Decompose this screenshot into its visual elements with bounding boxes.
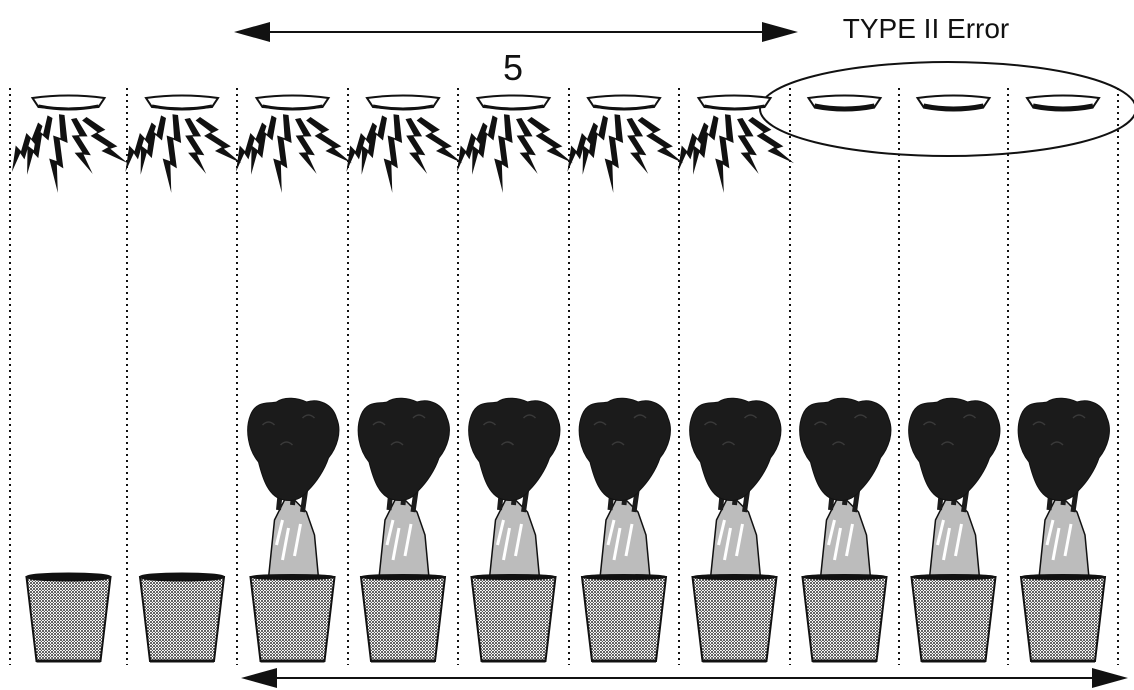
lightning-bolt-icon — [737, 118, 759, 174]
pot-body — [693, 577, 777, 661]
lightning-bolt-icon — [295, 118, 317, 174]
pot-body — [140, 577, 224, 661]
lamp-dish-lit — [257, 96, 329, 110]
plant — [690, 398, 781, 578]
top-span-arrow — [234, 22, 798, 42]
planted-pot — [912, 575, 996, 661]
pot-rim — [140, 574, 224, 581]
lamp-dish-lit — [588, 96, 660, 110]
lightning-cluster — [12, 114, 128, 193]
lightning-cluster — [346, 114, 462, 193]
pot-rim — [27, 574, 111, 581]
pot-body — [361, 577, 445, 661]
lamp-dish-unlit — [1027, 96, 1099, 110]
lamp-dish-lit — [699, 96, 771, 110]
count-label: 5 — [503, 47, 523, 88]
planted-pot — [803, 575, 887, 661]
lightning-bolt-icon — [627, 118, 649, 174]
lightning-bolt-icon — [417, 117, 463, 163]
lightning-bolt-icon — [494, 114, 512, 193]
lamp-dish-lit — [367, 96, 439, 110]
plant-foliage — [579, 398, 670, 500]
lightning-cluster — [567, 114, 683, 193]
lightning-bolt-icon — [715, 114, 733, 193]
pot-body — [803, 577, 887, 661]
plant-stem — [930, 500, 980, 578]
lightning-cluster — [125, 114, 241, 193]
lamp-dish-lit — [146, 96, 218, 110]
lightning-bolt-icon — [638, 117, 684, 163]
plant-foliage — [690, 398, 781, 500]
lightning-bolt-icon — [163, 114, 181, 193]
plant-stem — [269, 500, 319, 578]
planted-pot — [472, 575, 556, 661]
lightning-bolt-icon — [273, 114, 291, 193]
planted-pot — [361, 575, 445, 661]
lightning-bolt-icon — [527, 117, 573, 163]
plant-foliage — [358, 398, 449, 500]
plant — [248, 398, 339, 578]
plant-foliage — [469, 398, 560, 500]
pot-body — [27, 577, 111, 661]
pot-body — [582, 577, 666, 661]
empty-pot — [27, 574, 111, 662]
plant — [579, 398, 670, 578]
planted-pot — [251, 575, 335, 661]
planted-pot — [582, 575, 666, 661]
lightning-bolt-icon — [49, 114, 67, 193]
pot-body — [251, 577, 335, 661]
plant — [469, 398, 560, 578]
empty-pot — [140, 574, 224, 662]
plant — [800, 398, 891, 578]
lightning-bolt-icon — [71, 118, 93, 174]
lightning-cluster — [457, 114, 573, 193]
lightning-bolt-icon — [185, 118, 207, 174]
lightning-bolt-icon — [516, 118, 538, 174]
bottom-span-arrow — [241, 668, 1128, 688]
lamp-dish-lit — [478, 96, 550, 110]
lightning-bolt-icon — [406, 118, 428, 174]
lightning-group — [12, 114, 794, 193]
plant-foliage — [248, 398, 339, 500]
lightning-bolt-icon — [306, 117, 352, 163]
pot-body — [912, 577, 996, 661]
plant-foliage — [800, 398, 891, 500]
lightning-bolt-icon — [82, 117, 128, 163]
plant — [358, 398, 449, 578]
plant-stem — [379, 500, 429, 578]
plant — [1018, 398, 1109, 578]
plant-stem — [600, 500, 650, 578]
lamp-dish-unlit — [918, 96, 990, 110]
planted-pot — [693, 575, 777, 661]
plant-stem — [711, 500, 761, 578]
planted-pot — [1021, 575, 1105, 661]
dishes-group — [33, 96, 1100, 110]
lamp-dish-lit — [33, 96, 105, 110]
plant-stem — [1039, 500, 1089, 578]
lightning-cluster — [236, 114, 352, 193]
lightning-bolt-icon — [384, 114, 402, 193]
plant-foliage — [909, 398, 1000, 500]
lightning-bolt-icon — [605, 114, 623, 193]
pot-body — [472, 577, 556, 661]
plant — [909, 398, 1000, 578]
lightning-cluster — [678, 114, 794, 193]
pots-group — [27, 574, 1106, 662]
type-ii-error-label: TYPE II Error — [843, 13, 1009, 44]
plant-stem — [821, 500, 871, 578]
plant-stem — [490, 500, 540, 578]
plant-foliage — [1018, 398, 1109, 500]
lightning-bolt-icon — [196, 117, 242, 163]
pot-body — [1021, 577, 1105, 661]
lamp-dish-unlit — [809, 96, 881, 110]
